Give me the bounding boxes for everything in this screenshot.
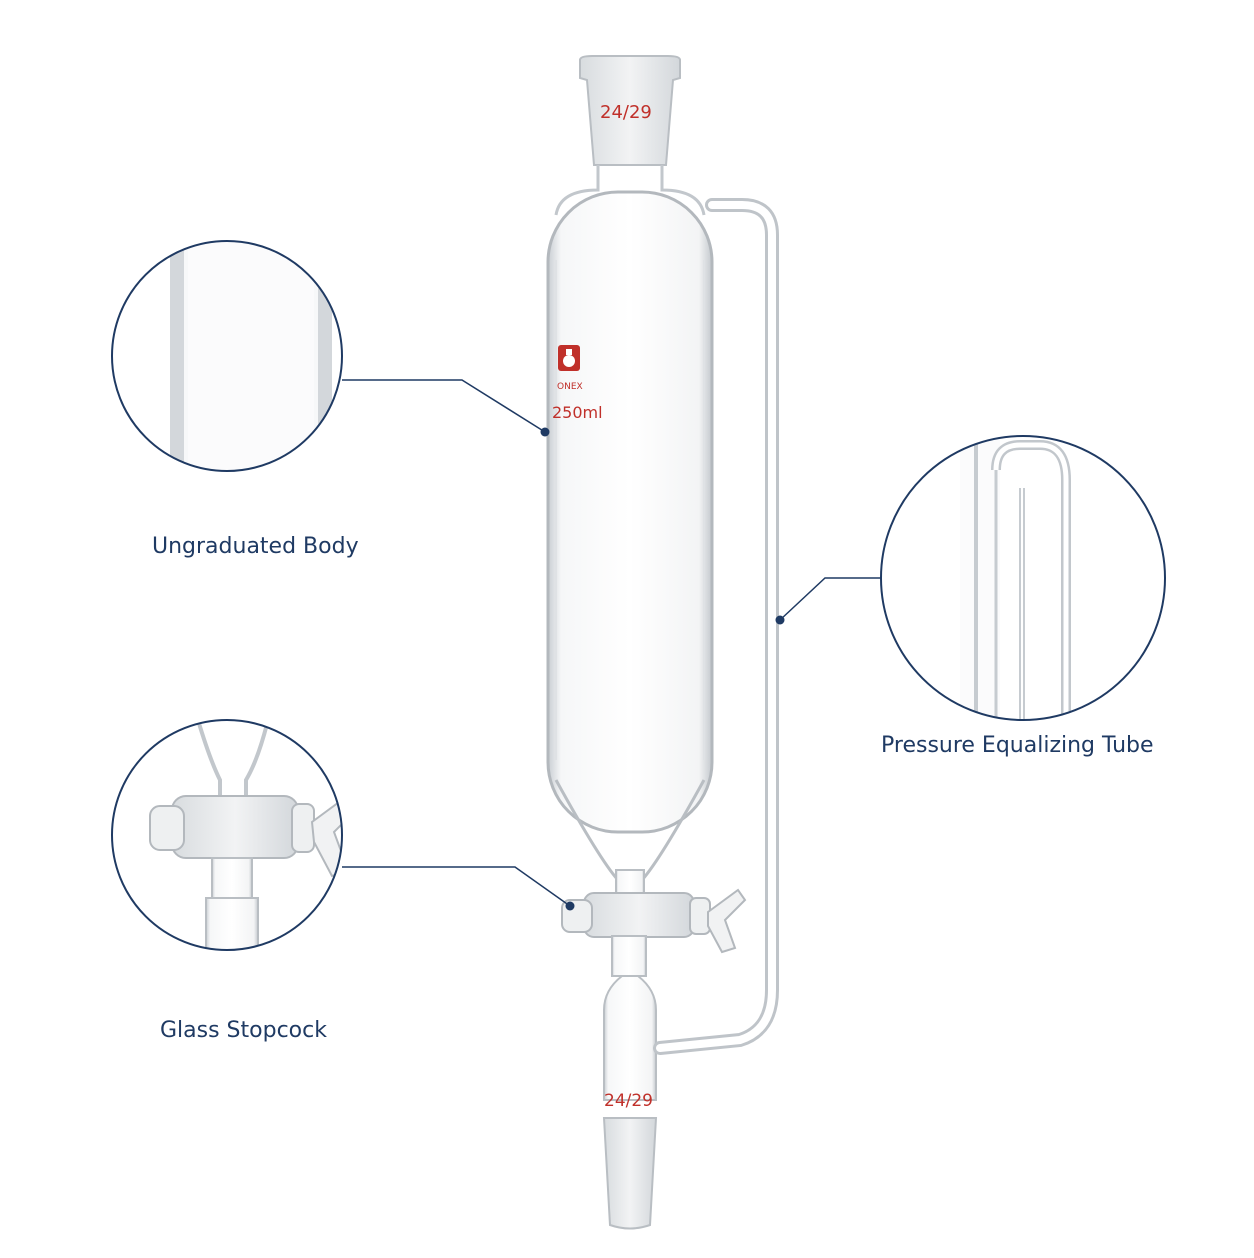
top-ground-joint [579, 55, 681, 166]
body-callout-dot [540, 427, 550, 437]
zoom-circle-tube [880, 435, 1166, 721]
main-stopcock [561, 869, 747, 977]
callout-lines [342, 379, 882, 907]
tube-callout-dot [775, 615, 785, 625]
addition-funnel: ONEX 250ml 24/29 24/29 [546, 55, 747, 1230]
ungraduated-body-label: Ungraduated Body [152, 534, 359, 559]
glass-stopcock-label: Glass Stopcock [160, 1018, 327, 1043]
zoom-circle-body [111, 240, 343, 472]
funnel-body [546, 190, 714, 834]
brand-text: ONEX [557, 382, 583, 392]
pressure-equalizing-tube-label: Pressure Equalizing Tube [881, 733, 1154, 758]
volume-marking: 250ml [552, 403, 603, 422]
zoom-circle-stopcock [111, 719, 343, 951]
stopcock-callout-dot [565, 901, 575, 911]
bottom-ground-joint [602, 1117, 658, 1230]
top-joint-marking: 24/29 [600, 102, 652, 123]
bottom-joint-marking: 24/29 [604, 1091, 653, 1111]
